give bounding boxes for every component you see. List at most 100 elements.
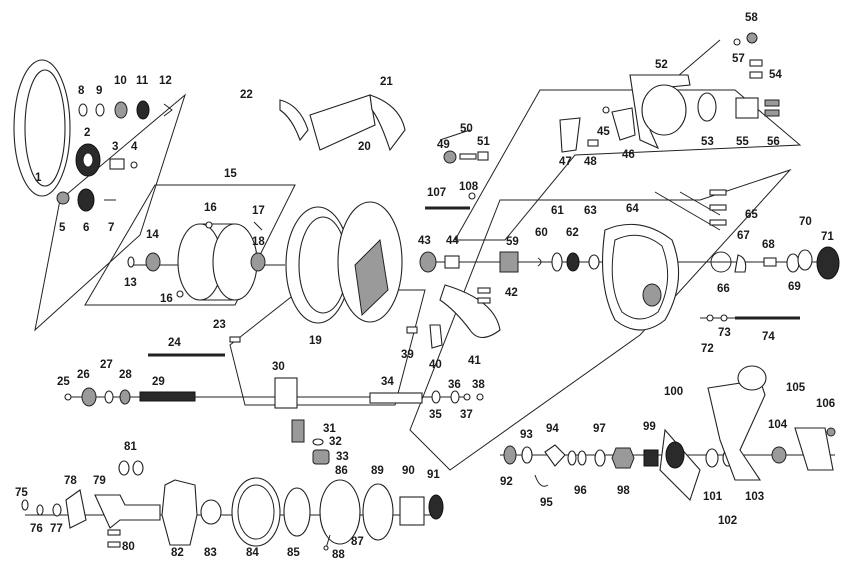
side-plate-panel-outline [409,168,792,471]
callout-62: 62 [566,227,579,239]
callout-67: 67 [737,230,750,242]
callout-74: 74 [762,331,775,343]
callout-102: 102 [718,515,737,527]
callout-107: 107 [427,187,446,199]
callout-21: 21 [380,76,393,88]
part-12-clip [163,103,173,117]
callout-81: 81 [124,441,137,453]
part-77-washer [52,503,62,517]
part-45-clip [602,106,610,114]
part-17-pin [253,221,263,231]
part-65-screw-c [709,219,727,226]
part-34-pipe [369,392,423,404]
callout-69: 69 [788,281,801,293]
part-49-nut [443,150,457,164]
part-54-screw-a [749,59,763,67]
part-71-star-drag [816,246,840,280]
part-106-screw [826,427,836,437]
callout-105: 105 [786,382,806,394]
part-66-ring [710,251,732,273]
part-64-side-plate-inner [611,234,669,320]
callout-13: 13 [124,277,137,289]
callout-30: 30 [272,361,285,373]
spool-panel-outline [84,184,296,306]
callout-98: 98 [617,485,630,497]
callout-75: 75 [15,487,28,499]
part-1-inner-ring [24,69,66,187]
part-11-bearing [136,100,150,120]
callout-58: 58 [745,12,758,24]
part-58-screw [746,32,758,44]
part-30-line-guide [274,377,298,409]
part-55-block [735,97,759,119]
callout-82: 82 [171,547,184,559]
callout-88: 88 [332,549,345,561]
callout-96: 96 [574,485,587,497]
part-82-ratchet [161,479,198,546]
callout-48: 48 [584,156,597,168]
callout-90: 90 [402,465,415,477]
callout-101: 101 [703,491,723,503]
callout-17: 17 [252,205,265,217]
part-63-collar [588,254,600,270]
callout-29: 29 [152,376,165,388]
callout-8: 8 [78,85,85,97]
part-4-screw [130,161,138,169]
callout-43: 43 [418,235,431,247]
callout-15: 15 [224,168,237,180]
part-67-spring [734,254,747,273]
callout-57: 57 [732,53,745,65]
callout-77: 77 [50,523,63,535]
callout-7: 7 [108,222,114,234]
callout-25: 25 [57,376,70,388]
callout-97: 97 [593,423,606,435]
part-85-drag-washer [283,487,311,537]
screw-leader-line-a [654,191,721,231]
part-40-lever [429,324,443,349]
callout-95: 95 [540,497,553,509]
callout-31: 31 [323,423,336,435]
part-62-bearing [566,252,580,272]
part-3-sleeve [109,158,125,170]
part-86-clutch [319,479,361,545]
callout-79: 79 [93,475,106,487]
callout-51: 51 [477,136,490,148]
callout-50: 50 [460,123,473,135]
part-108-ring [468,192,476,200]
part-26-cap [81,387,97,407]
callout-70: 70 [799,216,812,228]
callout-56: 56 [767,136,780,148]
callout-103: 103 [745,491,764,503]
callout-22: 22 [240,89,253,101]
callout-36: 36 [448,379,461,391]
part-18-bearing [250,252,266,272]
callout-64: 64 [626,203,639,215]
callout-104: 104 [768,419,788,431]
part-29-worm-shaft [139,391,196,402]
callout-59: 59 [506,236,519,248]
callout-53: 53 [701,136,714,148]
part-9-washer [95,103,105,117]
callout-40: 40 [429,359,442,371]
part-53-dial [697,92,717,122]
part-37-clip [463,393,471,401]
part-44-collar [444,255,460,269]
part-72-ring [706,314,714,322]
pin-leader-line [439,129,471,141]
callout-108: 108 [459,181,479,193]
part-2-gear-hub [82,152,94,168]
part-22-cover [279,99,309,142]
callout-100: 100 [664,386,683,398]
part-20-thumb-bar [309,94,376,151]
callout-9: 9 [96,85,102,97]
callout-12: 12 [159,75,172,87]
callout-84: 84 [246,547,259,559]
part-96-washer-b [577,450,587,466]
part-52-housing [641,84,687,136]
callout-18: 18 [252,236,265,248]
callout-52: 52 [655,59,668,71]
callout-26: 26 [77,369,90,381]
callout-16-top: 16 [204,202,217,214]
callout-94: 94 [546,423,559,435]
